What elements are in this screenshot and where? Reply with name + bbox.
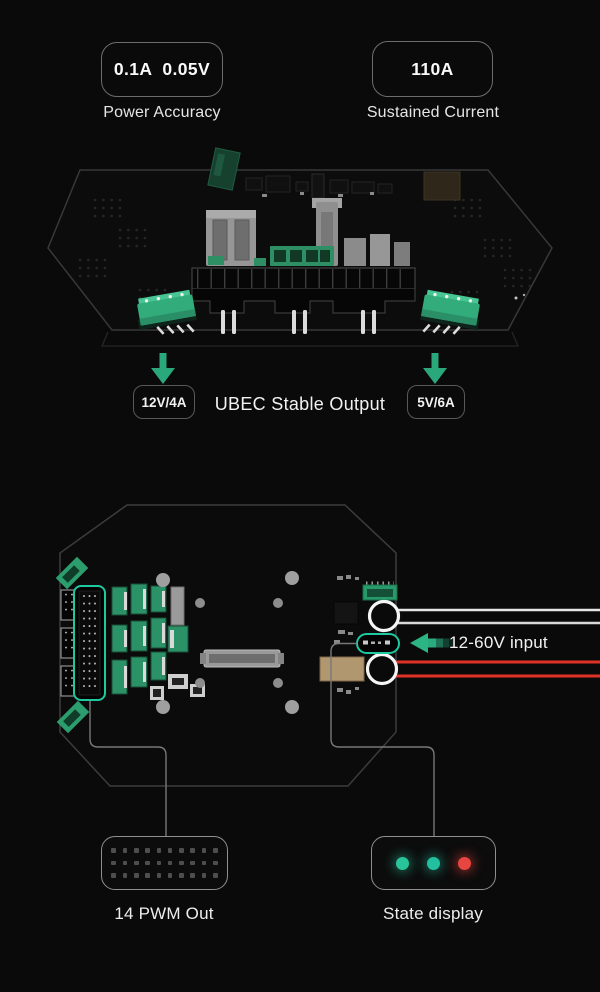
arrow-left-icon xyxy=(410,633,454,653)
state-display-label: State display xyxy=(383,904,483,923)
rear-components xyxy=(245,171,461,201)
wire-callout-circle-bottom xyxy=(365,652,399,686)
input-voltage-label: 12-60V input xyxy=(449,633,548,652)
pwm-out-label: 14 PWM Out xyxy=(114,904,214,923)
power-input-cluster xyxy=(319,575,398,694)
ubec-connector-right xyxy=(420,289,480,335)
power-wires-white xyxy=(396,608,600,625)
diagonal-connector-bottom xyxy=(56,700,90,734)
sustained-current-badge: 110A xyxy=(372,41,493,97)
center-connector xyxy=(200,649,284,668)
ubec-left-rating: 12V/4A xyxy=(141,394,187,410)
top-board-illustration xyxy=(47,147,553,384)
pwm-pin-grid-icon xyxy=(102,837,227,889)
ubec-right-rating: 5V/6A xyxy=(417,394,455,410)
led-teal-icon xyxy=(427,856,440,870)
green-connector-pins xyxy=(124,589,174,688)
ubec-title: UBEC Stable Output xyxy=(214,394,386,414)
pwm-callout-line xyxy=(89,701,167,836)
tan-capacitor xyxy=(319,656,365,682)
wire-callout-circle-top xyxy=(367,599,401,633)
top-board-edge-thickness xyxy=(101,331,519,347)
mounting-holes xyxy=(156,571,299,714)
power-accuracy-label: Power Accuracy xyxy=(103,104,221,121)
small-white-connectors xyxy=(150,674,205,700)
status-leds xyxy=(372,837,495,889)
power-accuracy-value: 0.1A 0.05V xyxy=(113,59,211,79)
chip-brown xyxy=(423,171,461,201)
gps-module xyxy=(207,147,241,191)
power-wires-red xyxy=(395,660,600,678)
power-accuracy-badge: 0.1A 0.05V xyxy=(101,42,223,97)
ubec-left-rating-badge: 12V/4A xyxy=(133,385,195,419)
sustained-current-label: Sustained Current xyxy=(366,104,500,121)
led-red-icon xyxy=(458,856,471,870)
ubec-right-rating-badge: 5V/6A xyxy=(407,385,465,419)
state-callout-line xyxy=(330,642,435,836)
pin-header-block xyxy=(191,267,416,334)
pwm-out-badge xyxy=(101,836,228,890)
bottom-board-outline xyxy=(59,504,397,787)
sustained-current-value: 110A xyxy=(411,58,454,79)
gray-tower-connector xyxy=(170,586,185,626)
ubec-connector-left xyxy=(137,289,197,335)
pwm-header-highlight xyxy=(73,585,106,701)
green-terminal-strip xyxy=(208,246,334,266)
arrow-down-right-icon xyxy=(423,353,447,384)
led-green-icon xyxy=(396,856,409,870)
arrow-down-left-icon xyxy=(151,353,175,384)
state-display-badge xyxy=(371,836,496,890)
bottom-board-illustration xyxy=(55,504,600,836)
led-indicator-highlight xyxy=(356,633,400,654)
diagonal-connector-top xyxy=(55,556,89,590)
